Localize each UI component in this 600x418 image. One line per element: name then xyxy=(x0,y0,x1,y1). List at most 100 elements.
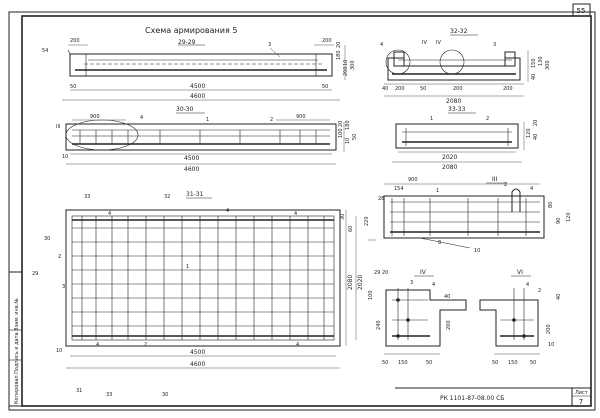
dim-32-b1: 200 xyxy=(395,86,405,92)
node-iii-side: 220 xyxy=(364,216,370,226)
dim-32-r1: 40 xyxy=(531,74,537,80)
node-vi-pos0: 4 xyxy=(526,282,529,288)
section-31-label: 31-31 xyxy=(186,191,204,198)
node-iii-dim-l1: 28 xyxy=(378,196,384,202)
dim-29-left-bottom: 50 xyxy=(70,84,76,90)
mark-30: III xyxy=(56,124,60,130)
node-iii-r2: 120 xyxy=(566,212,572,222)
dim-31-r1: 60 xyxy=(348,226,354,232)
dim-32-overall: 2080 xyxy=(446,98,461,105)
node-iv-pos2: 40 xyxy=(444,294,450,300)
node-iv-l3: 100 xyxy=(368,290,374,300)
node-iv-r0: 200 xyxy=(446,320,452,330)
dim-30-inner: 4500 xyxy=(184,155,199,162)
node-iii-dim-top: 900 xyxy=(408,177,418,183)
plan-outline xyxy=(65,209,341,347)
drawing-border xyxy=(21,15,592,407)
dim-31-inner: 4500 xyxy=(190,349,205,356)
node-iii-pos1: 2 xyxy=(504,182,507,188)
node-vi-b1: 150 xyxy=(508,360,518,366)
node-iv-pos1: 4 xyxy=(432,282,435,288)
node-vi-pos1: 2 xyxy=(538,288,541,294)
node-vi-pos2: 10 xyxy=(548,342,554,348)
dim-29-right-top: 200 xyxy=(322,38,332,44)
node-iii: III 900 154 28 220 80 90 120 1 2 4 8 10 xyxy=(364,176,572,254)
dim-31-overall: 4600 xyxy=(190,361,205,368)
sheet-label: Лист xyxy=(575,390,588,396)
node-iii-pos4: 10 xyxy=(474,248,480,254)
dim-32-r0: 150 xyxy=(531,58,537,68)
pos-32-a: 4 xyxy=(380,42,383,48)
document-code: РК 1101-87-08.00 СБ xyxy=(440,395,504,402)
section-31-31: 31-31 33 32 xyxy=(32,191,364,398)
dim-30-r4: 50 xyxy=(352,134,358,140)
section-29-label: 29-29 xyxy=(178,39,196,46)
section-33-33: 33-33 1 2 2020 2080 120 40 20 xyxy=(392,106,539,171)
scheme-title: Схема армирования 5 xyxy=(145,26,237,35)
node-iii-dim-l0: 154 xyxy=(394,186,404,192)
section-33-label: 33-33 xyxy=(448,106,466,113)
pos-29-left: 54 xyxy=(42,48,48,54)
dim-33-overall: 2080 xyxy=(442,164,457,171)
pos-30-0: 4 xyxy=(140,115,143,121)
plan-rebar-grid xyxy=(72,216,334,340)
pos-32-b: 3 xyxy=(493,42,496,48)
node-iv-l1: 20 xyxy=(382,270,388,276)
node-iv-b1: 150 xyxy=(398,360,408,366)
pos-30-2: 2 xyxy=(270,117,273,123)
dim-29-inner: 4500 xyxy=(190,83,205,90)
dim-30-r3: 10 xyxy=(345,138,351,144)
pos-29-top: 3 xyxy=(268,42,271,48)
cut-31-right: 32 xyxy=(164,194,170,200)
pos-30-left: 10 xyxy=(62,154,68,160)
dim-33-r1: 40 xyxy=(533,134,539,140)
node-vi-r1: 40 xyxy=(556,294,562,300)
node-iv-l0: 29 xyxy=(374,270,380,276)
node-vi-mark: VI xyxy=(517,269,523,276)
dim-32-b4: 200 xyxy=(503,86,513,92)
dim-32-r3: 300 xyxy=(545,60,551,70)
pos-31-bottom-2: 30 xyxy=(162,392,168,398)
stamp-text: Копировал Подпись и дата Взам. инв.№ xyxy=(14,298,20,404)
pos-33-0: 1 xyxy=(430,116,433,122)
node-iii-pos3: 8 xyxy=(438,240,441,246)
node-iv: IV 29 20 240 100 50 150 50 200 3 4 40 xyxy=(368,269,467,366)
dim-32-r2: 130 xyxy=(538,56,544,66)
pos-31-bottom-0: 31 xyxy=(76,388,82,394)
pos-31-2: 4 xyxy=(294,211,297,217)
dim-30-overall: 4600 xyxy=(184,166,199,173)
sheet-frame xyxy=(8,11,596,411)
node-iv-l2: 240 xyxy=(376,320,382,330)
dim-31-height: 2080 xyxy=(347,275,354,290)
node-iii-pos2: 4 xyxy=(530,186,533,192)
dim-30-r1: 100 xyxy=(338,128,344,138)
node-iii-pos0: 1 xyxy=(436,188,439,194)
page-number: 55 xyxy=(577,7,586,15)
dim-29-r2: 10 xyxy=(343,60,349,66)
pos-31-6: 4 xyxy=(96,342,99,348)
pos-31-0: 4 xyxy=(108,211,111,217)
pos-31-left-1: 29 xyxy=(32,271,38,277)
pos-31-5: 2 xyxy=(144,342,147,348)
node-iv-pos0: 3 xyxy=(410,280,413,286)
pos-31-8: 1 xyxy=(186,264,189,270)
pos-31-1: 4 xyxy=(226,208,229,214)
node-iii-r1: 90 xyxy=(556,218,562,224)
pos-31-bottom-1: 33 xyxy=(106,392,112,398)
dim-29-right-bottom: 50 xyxy=(322,84,328,90)
dim-31-r0: 30 xyxy=(340,214,346,220)
dim-30-r0: 20 xyxy=(338,121,344,127)
dim-29-r3: 200 xyxy=(343,66,349,76)
section-32-label: 32-32 xyxy=(450,28,468,35)
dim-33-r0: 120 xyxy=(526,128,532,138)
page-number-box xyxy=(572,3,591,17)
node-vi-r0: 200 xyxy=(546,324,552,334)
pos-31-3: 2 xyxy=(58,254,61,260)
dim-29-left-top: 200 xyxy=(70,38,80,44)
mark-32-b: IV xyxy=(436,40,441,46)
node-vi-b2: 50 xyxy=(530,360,536,366)
section-30-label: 30-30 xyxy=(176,106,194,113)
node-vi: VI 50 150 50 200 40 4 2 10 xyxy=(479,269,562,366)
